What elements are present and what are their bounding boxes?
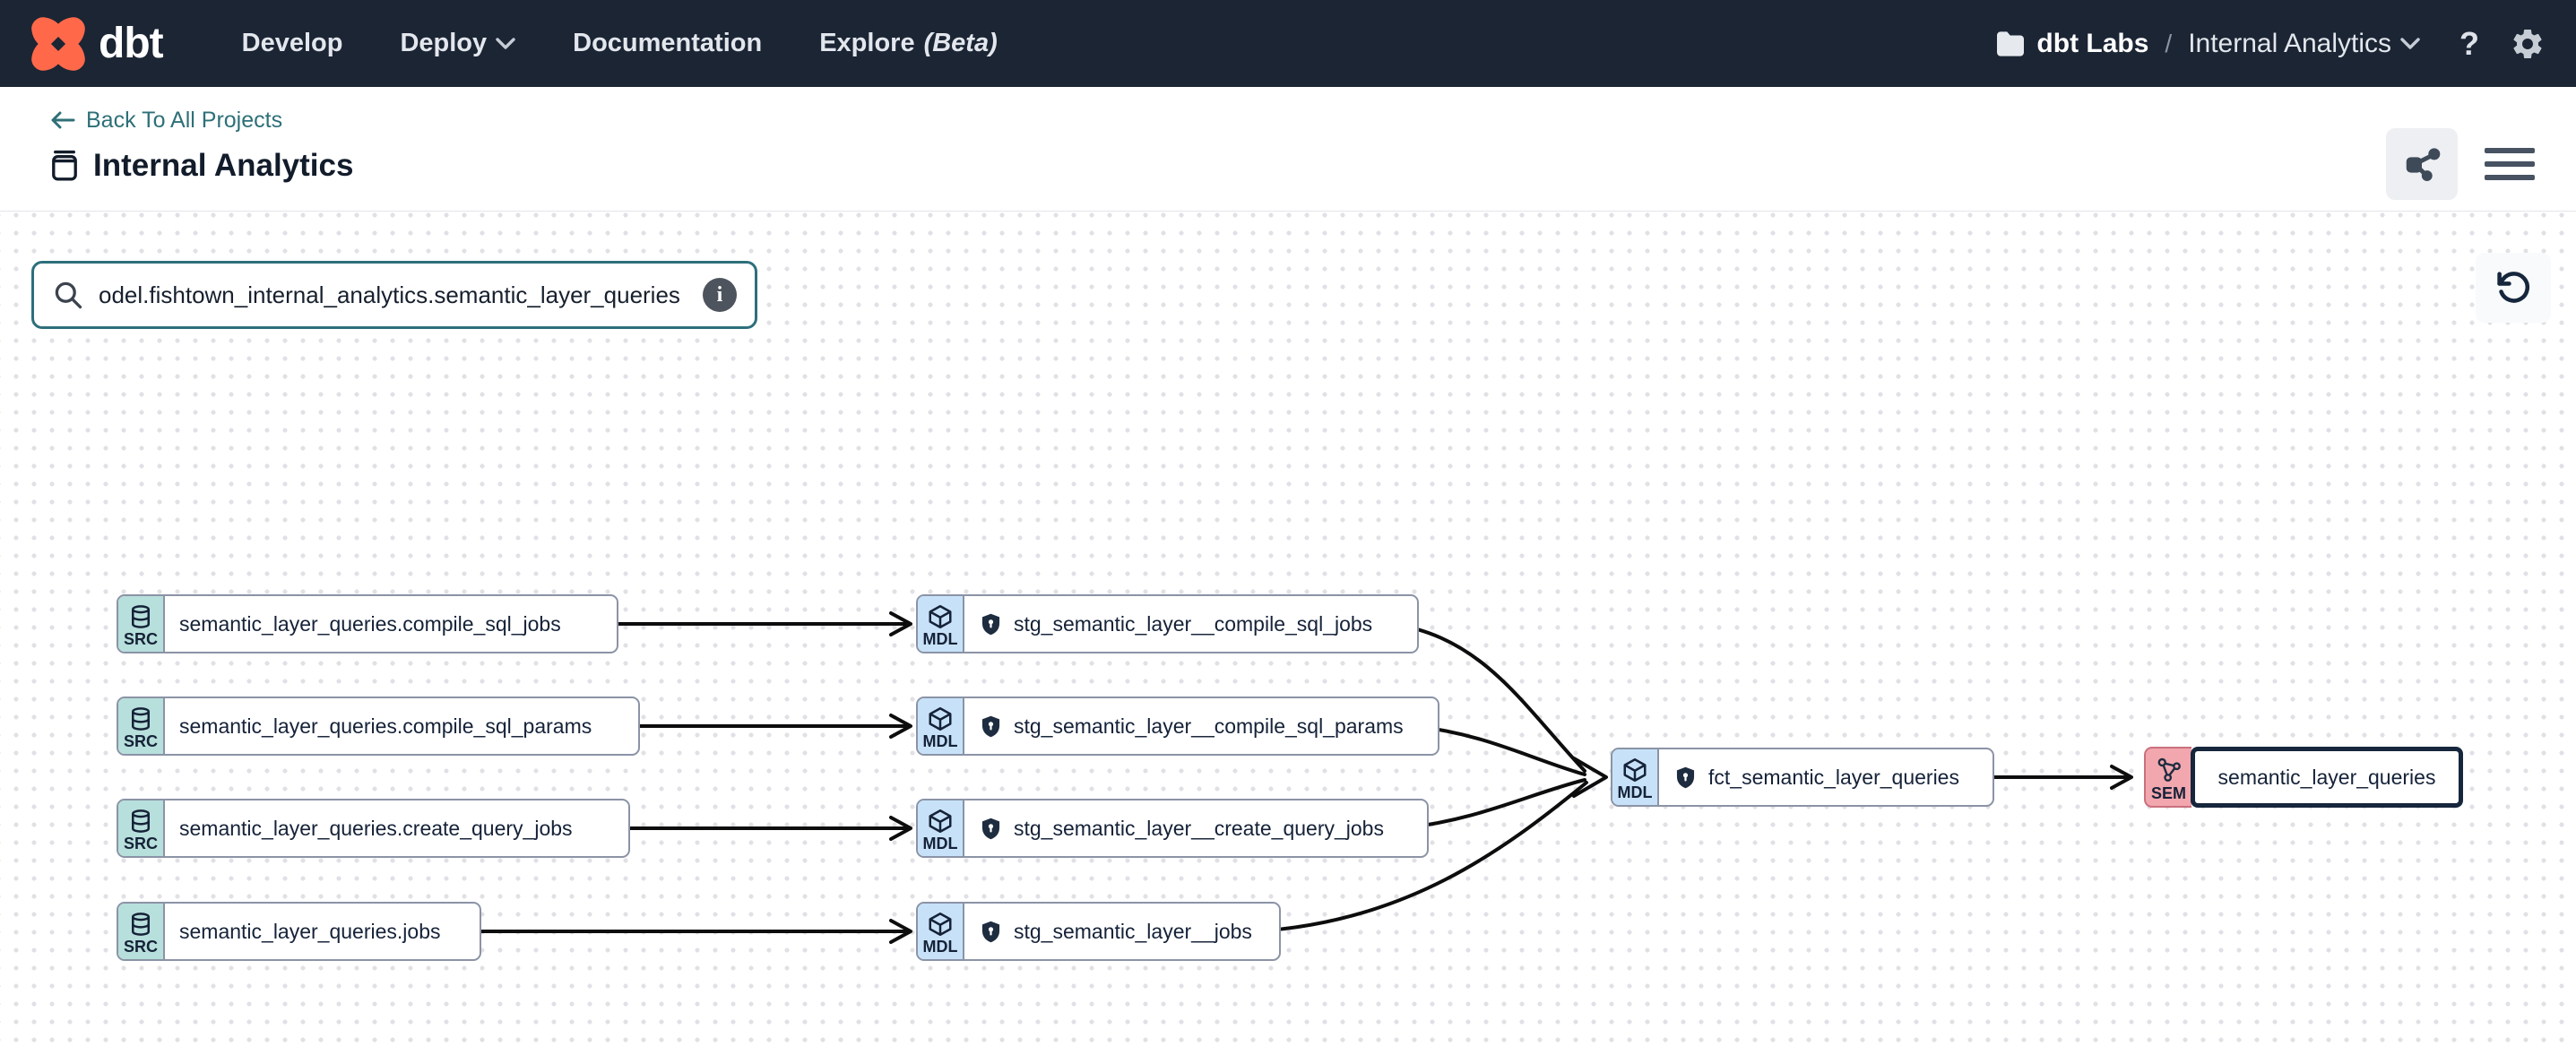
page-header: Back To All Projects Internal Analytics	[0, 87, 2576, 211]
search-icon	[55, 281, 82, 309]
shield-icon	[979, 612, 1003, 636]
node-label: stg_semantic_layer__create_query_jobs	[1014, 816, 1384, 840]
shield-icon	[979, 920, 1003, 944]
account-area: dbt Labs / Internal Analytics ?	[1995, 25, 2546, 63]
node-sem-semantic-layer-queries[interactable]: SEM semantic_layer_queries	[2144, 747, 2463, 808]
node-label: semantic_layer_queries.jobs	[179, 919, 441, 943]
mdl-badge: MDL	[1612, 749, 1659, 805]
mdl-badge: MDL	[918, 800, 964, 856]
nav-develop[interactable]: Develop	[241, 29, 343, 57]
edge-mdl2-fct	[1413, 724, 1586, 776]
src-badge: SRC	[118, 904, 165, 959]
cube-icon	[929, 912, 952, 936]
lineage-search-bar: odel.fishtown_internal_analytics.semanti…	[31, 261, 757, 329]
node-stg-semantic-layer-create-query-jobs[interactable]: MDL stg_semantic_layer__create_query_job…	[916, 799, 1429, 858]
edge-arrowhead	[889, 816, 912, 841]
cube-icon	[929, 809, 952, 833]
page-title: Internal Analytics	[93, 148, 354, 183]
undo-rotate-icon	[2497, 272, 2530, 303]
breadcrumb-separator: /	[2165, 29, 2173, 57]
edge-arrowhead	[2110, 765, 2133, 790]
shield-icon	[1673, 766, 1698, 790]
database-icon	[132, 604, 150, 628]
dbt-logo-icon	[31, 16, 85, 71]
database-icon	[132, 809, 150, 833]
edge-arrowhead	[889, 919, 912, 944]
node-label: fct_semantic_layer_queries	[1708, 765, 1959, 789]
primary-nav: Develop Deploy Documentation Explore (Be…	[242, 29, 998, 58]
node-src-create-query-jobs[interactable]: SRC semantic_layer_queries.create_query_…	[117, 799, 630, 858]
hamburger-menu-button[interactable]	[2485, 139, 2535, 189]
project-selector[interactable]: Internal Analytics	[2188, 28, 2391, 58]
src-badge: SRC	[118, 698, 165, 754]
src-badge: SRC	[118, 800, 165, 856]
reset-view-button[interactable]	[2476, 253, 2551, 323]
help-icon[interactable]: ?	[2459, 24, 2479, 62]
search-input[interactable]: odel.fishtown_internal_analytics.semanti…	[99, 281, 680, 308]
node-stg-semantic-layer-compile-sql-params[interactable]: MDL stg_semantic_layer__compile_sql_para…	[916, 697, 1439, 756]
explore-beta-tag: (Beta)	[923, 29, 998, 57]
shield-icon	[979, 817, 1003, 841]
database-icon	[132, 912, 150, 936]
node-label: semantic_layer_queries.compile_sql_param…	[179, 714, 592, 738]
edge-mdl3-fct	[1402, 778, 1586, 830]
mdl-badge: MDL	[918, 698, 964, 754]
cube-icon	[929, 706, 952, 731]
cube-icon	[1623, 757, 1647, 782]
node-label: stg_semantic_layer__compile_sql_jobs	[1014, 611, 1373, 636]
node-stg-semantic-layer-jobs[interactable]: MDL stg_semantic_layer__jobs	[916, 902, 1281, 961]
mdl-badge: MDL	[918, 904, 964, 959]
node-label: semantic_layer_queries.create_query_jobs	[179, 816, 573, 840]
folder-icon	[1997, 30, 2025, 56]
top-navbar: dbt Develop Deploy Documentation Explore…	[0, 0, 2576, 87]
edge-mdl1-fct	[1389, 622, 1586, 773]
node-label: semantic_layer_queries.compile_sql_jobs	[179, 611, 561, 636]
src-badge: SRC	[118, 596, 165, 652]
arrow-left-icon	[51, 111, 75, 129]
header-actions	[2386, 105, 2535, 211]
dbt-logo[interactable]: dbt	[30, 16, 164, 72]
node-label: stg_semantic_layer__jobs	[1014, 919, 1252, 943]
mdl-badge: MDL	[918, 596, 964, 652]
dbt-wordmark: dbt	[99, 20, 164, 67]
chevron-down-icon[interactable]	[2400, 37, 2420, 50]
lineage-edges	[437, 611, 2133, 944]
title-row: Internal Analytics	[50, 148, 353, 184]
semantic-graph-icon	[2157, 757, 2181, 782]
lineage-canvas[interactable]: odel.fishtown_internal_analytics.semanti…	[0, 211, 2576, 1047]
edge-mdl4-fct	[1253, 781, 1588, 933]
lineage-icon	[2406, 148, 2441, 181]
edge-arrowhead	[889, 611, 912, 636]
node-label: semantic_layer_queries	[2217, 765, 2436, 789]
settings-gear-icon[interactable]	[2510, 26, 2546, 62]
nav-explore[interactable]: Explore (Beta)	[819, 29, 998, 57]
node-src-compile-sql-params[interactable]: SRC semantic_layer_queries.compile_sql_p…	[117, 697, 640, 756]
edge-arrowhead	[889, 714, 912, 739]
node-src-jobs[interactable]: SRC semantic_layer_queries.jobs	[117, 902, 481, 961]
lineage-view-button[interactable]	[2386, 128, 2458, 200]
info-icon[interactable]: i	[703, 278, 737, 312]
page-header-left: Back To All Projects Internal Analytics	[50, 105, 353, 211]
nav-documentation[interactable]: Documentation	[573, 29, 763, 57]
shield-icon	[979, 714, 1003, 739]
node-fct-semantic-layer-queries[interactable]: MDL fct_semantic_layer_queries	[1611, 748, 1994, 807]
database-icon	[132, 706, 150, 731]
node-src-compile-sql-jobs[interactable]: SRC semantic_layer_queries.compile_sql_j…	[117, 594, 618, 653]
hamburger-icon	[2485, 148, 2535, 153]
node-stg-semantic-layer-compile-sql-jobs[interactable]: MDL stg_semantic_layer__compile_sql_jobs	[916, 594, 1419, 653]
edge-arrowhead	[1572, 757, 1608, 798]
chevron-down-icon	[496, 37, 515, 49]
back-to-projects-link[interactable]: Back To All Projects	[50, 105, 353, 135]
nav-deploy[interactable]: Deploy	[400, 29, 515, 58]
project-icon	[52, 150, 77, 181]
sem-badge: SEM	[2144, 747, 2191, 808]
cube-icon	[929, 604, 952, 628]
node-label: stg_semantic_layer__compile_sql_params	[1014, 714, 1404, 738]
org-name[interactable]: dbt Labs	[2036, 28, 2149, 58]
